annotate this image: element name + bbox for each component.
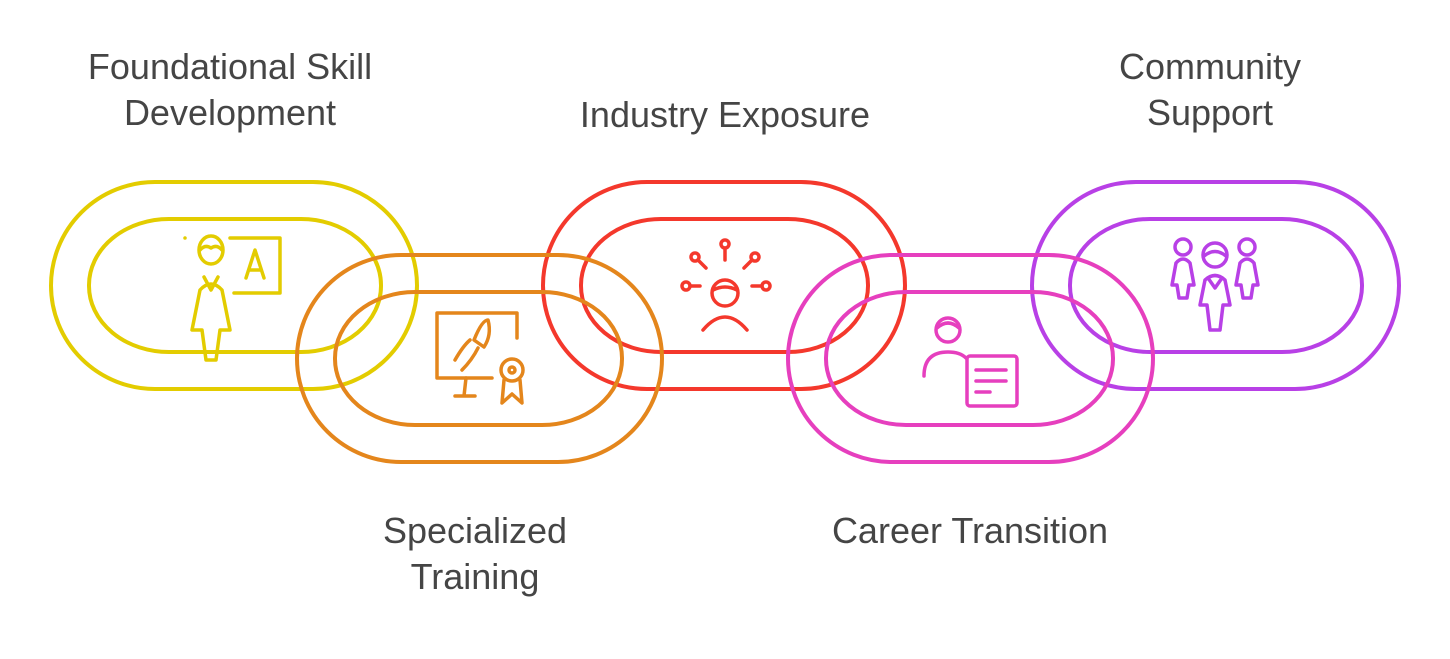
label-industry-exposure: Industry Exposure	[579, 94, 871, 135]
chain-link-3	[541, 180, 907, 391]
label-community-support: Community Support	[1118, 46, 1302, 133]
chain-link-1	[49, 180, 419, 391]
label-specialized-training: Specialized Training	[382, 510, 568, 597]
design-certificate-icon	[435, 311, 525, 405]
label-foundational-skill-development: Foundational Skill Development	[87, 46, 373, 133]
label-career-transition: Career Transition	[831, 510, 1109, 551]
chain-link-2	[295, 253, 664, 464]
network-person-icon	[680, 238, 772, 332]
person-resume-icon	[922, 316, 1019, 408]
group-people-icon	[1170, 237, 1260, 332]
teacher-board-icon	[183, 234, 282, 362]
chain-link-5	[1030, 180, 1401, 391]
chain-link-4	[786, 253, 1155, 464]
